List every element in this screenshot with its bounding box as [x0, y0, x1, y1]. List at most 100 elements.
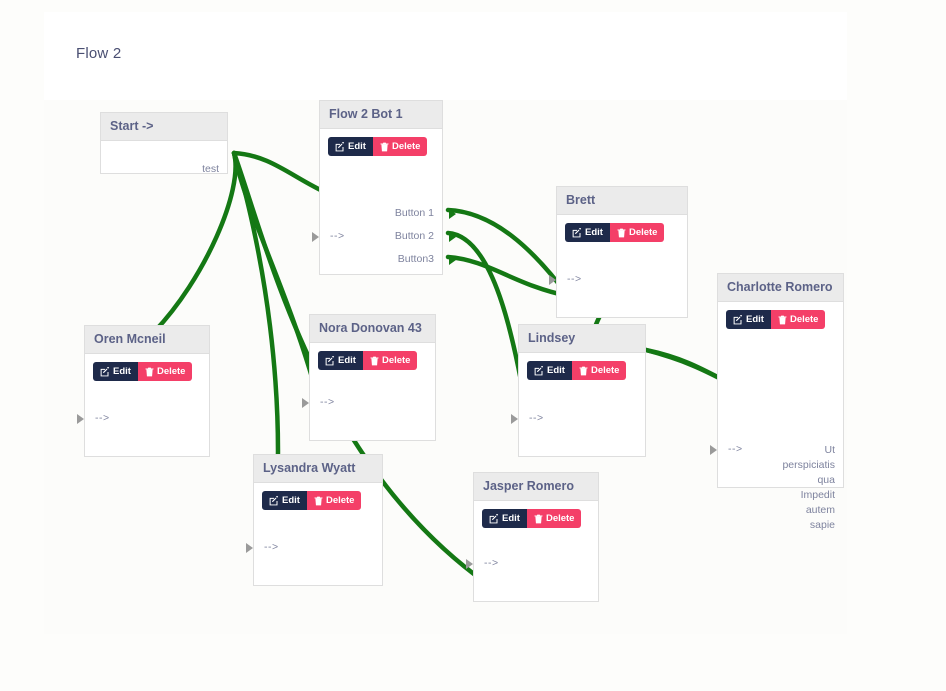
- node-body: test: [101, 141, 241, 175]
- trash-icon: [534, 514, 543, 523]
- edit-button[interactable]: Edit: [726, 310, 771, 329]
- output-port-marker[interactable]: [449, 232, 456, 242]
- flow-node-nora[interactable]: Nora Donovan 43 Edit Delete -->: [302, 314, 436, 442]
- node-title: Brett: [557, 187, 687, 215]
- node-text-line: sapie: [809, 519, 835, 531]
- trash-icon: [145, 367, 154, 376]
- input-port-marker[interactable]: [312, 232, 319, 242]
- edit-button-label: Edit: [547, 364, 565, 376]
- output-port-label[interactable]: Button3: [397, 253, 434, 265]
- output-port-marker[interactable]: [234, 165, 241, 175]
- node-title: Nora Donovan 43: [310, 315, 435, 343]
- input-port-label[interactable]: -->: [728, 443, 743, 455]
- edit-button[interactable]: Edit: [93, 362, 138, 381]
- flow-node-start[interactable]: Start -> test: [100, 112, 241, 175]
- output-port-label[interactable]: Button 2: [394, 230, 434, 242]
- node-actions: Edit Delete: [318, 351, 427, 370]
- delete-button-label: Delete: [391, 140, 421, 152]
- trash-icon: [380, 142, 389, 151]
- input-port-marker[interactable]: [710, 445, 717, 455]
- page-title: Flow 2: [76, 45, 122, 62]
- delete-button[interactable]: Delete: [372, 137, 428, 156]
- node-title: Start ->: [101, 113, 227, 141]
- node-title: Lindsey: [519, 325, 645, 353]
- pencil-square-icon: [733, 314, 743, 324]
- node-title: Charlotte Romero: [718, 274, 843, 302]
- input-port-marker[interactable]: [466, 559, 473, 569]
- input-port-label[interactable]: -->: [330, 230, 345, 242]
- edit-button-label: Edit: [338, 354, 356, 366]
- edit-button-label: Edit: [585, 226, 603, 238]
- output-port-label[interactable]: Button 1: [394, 207, 434, 219]
- edit-button-label: Edit: [113, 365, 131, 377]
- pencil-square-icon: [489, 513, 499, 523]
- input-port-marker[interactable]: [511, 414, 518, 424]
- input-port-label[interactable]: -->: [567, 273, 582, 285]
- output-port-marker[interactable]: [449, 209, 456, 219]
- trash-icon: [778, 315, 787, 324]
- input-port-label[interactable]: -->: [529, 412, 544, 424]
- node-body: Edit Delete -->: [246, 483, 382, 587]
- delete-button[interactable]: Delete: [362, 351, 418, 370]
- input-port-label[interactable]: -->: [264, 541, 279, 553]
- edit-button-label: Edit: [348, 140, 366, 152]
- input-port-marker[interactable]: [549, 275, 556, 285]
- delete-button[interactable]: Delete: [770, 310, 826, 329]
- node-body: Edit Delete --> Button 1 Button 2 Button3: [312, 129, 456, 276]
- header-panel: Flow 2: [44, 12, 847, 100]
- edit-button[interactable]: Edit: [565, 223, 610, 242]
- edit-button[interactable]: Edit: [482, 509, 527, 528]
- delete-button[interactable]: Delete: [137, 362, 193, 381]
- edit-button[interactable]: Edit: [527, 361, 572, 380]
- delete-button[interactable]: Delete: [571, 361, 627, 380]
- delete-button[interactable]: Delete: [609, 223, 665, 242]
- trash-icon: [314, 496, 323, 505]
- node-body: Edit Delete -->: [302, 343, 435, 442]
- edit-button[interactable]: Edit: [328, 137, 373, 156]
- node-title: Jasper Romero: [474, 473, 598, 501]
- input-port-marker[interactable]: [77, 414, 84, 424]
- delete-button[interactable]: Delete: [526, 509, 582, 528]
- input-port-marker[interactable]: [246, 543, 253, 553]
- trash-icon: [370, 356, 379, 365]
- delete-button-label: Delete: [590, 364, 620, 376]
- node-body: Edit Delete -->: [511, 353, 645, 458]
- edit-button[interactable]: Edit: [262, 491, 307, 510]
- node-body: Edit Delete -->: [549, 215, 687, 319]
- input-port-label[interactable]: -->: [95, 412, 110, 424]
- node-actions: Edit Delete: [328, 137, 434, 156]
- flow-edge: [151, 150, 238, 335]
- input-port-label[interactable]: -->: [484, 557, 499, 569]
- pencil-square-icon: [100, 366, 110, 376]
- output-port-label[interactable]: test: [202, 163, 219, 175]
- edit-button[interactable]: Edit: [318, 351, 363, 370]
- edit-button-label: Edit: [282, 494, 300, 506]
- node-actions: Edit Delete: [565, 223, 679, 242]
- pencil-square-icon: [335, 141, 345, 151]
- delete-button[interactable]: Delete: [306, 491, 362, 510]
- edit-button-label: Edit: [502, 512, 520, 524]
- input-port-label[interactable]: -->: [320, 396, 335, 408]
- node-actions: Edit Delete: [262, 491, 374, 510]
- pencil-square-icon: [325, 355, 335, 365]
- node-text-line: autem: [805, 504, 835, 516]
- input-port-marker[interactable]: [302, 398, 309, 408]
- node-actions: Edit Delete: [527, 361, 637, 380]
- pencil-square-icon: [572, 227, 582, 237]
- trash-icon: [617, 228, 626, 237]
- node-text-line: Impedit: [800, 489, 835, 501]
- node-actions: Edit Delete: [482, 509, 590, 528]
- output-port-marker[interactable]: [449, 255, 456, 265]
- trash-icon: [579, 366, 588, 375]
